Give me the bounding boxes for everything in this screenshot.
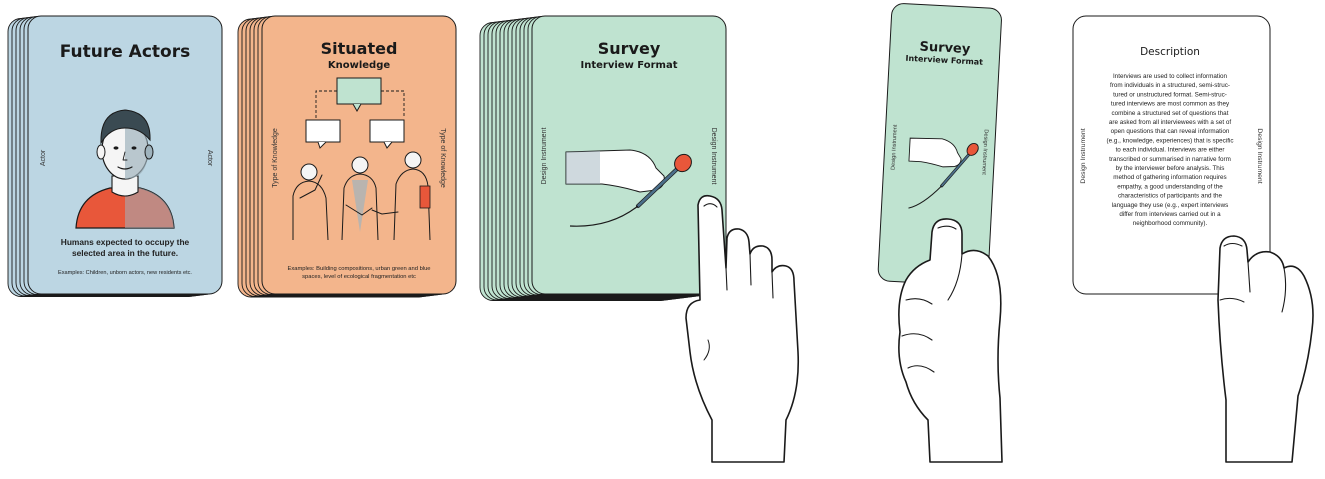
child-portrait-icon xyxy=(75,109,175,229)
held-survey-subtitle: Interview Format xyxy=(905,54,983,67)
future-actors-title: Future Actors xyxy=(60,42,190,62)
description-side-left: Design Instrument xyxy=(1080,128,1087,183)
description-line: neighborhood community). xyxy=(1133,220,1208,227)
holding-hand-icon xyxy=(1217,235,1314,463)
held-survey-title: Survey xyxy=(919,39,971,57)
future-actors-examples: Examples: Children, unborn actors, new r… xyxy=(58,270,192,276)
description-line: from individuals in a structured, semi-s… xyxy=(1110,82,1230,89)
situated-knowledge-subtitle: Knowledge xyxy=(328,60,391,71)
description-line: are asked from all interviewees with a s… xyxy=(1109,119,1231,126)
description-line: Interviews are used to collect informati… xyxy=(1113,73,1228,80)
description-line: tured or unstructured format. Semi-struc… xyxy=(1113,91,1227,98)
description-line: empathy, a good understanding of the xyxy=(1117,183,1223,190)
situated-knowledge-stack[interactable]: Situated Knowledge Type of Knowledge Typ… xyxy=(237,15,457,298)
description-line: combine a structured set of questions th… xyxy=(1112,110,1229,117)
description-title: Description xyxy=(1140,46,1200,58)
future-actors-side-left: Actor xyxy=(40,149,47,166)
description-line: characteristics of participants and the xyxy=(1118,193,1222,200)
description-side-right: Design Instrument xyxy=(1256,128,1263,183)
held-survey-side-left: Design Instrument xyxy=(890,124,898,170)
description-card[interactable]: Description Design Instrument Design Ins… xyxy=(1072,15,1271,295)
pointing-hand-icon xyxy=(685,194,800,463)
survey-card[interactable]: Survey Interview Format Design Instrumen… xyxy=(531,15,727,295)
future-actors-description-line-1: Humans expected to occupy the xyxy=(61,237,190,247)
description-line: differ from interviews carried out in a xyxy=(1119,211,1221,218)
survey-subtitle: Interview Format xyxy=(581,60,678,71)
situated-knowledge-side-left: Type of Knowledge xyxy=(272,128,279,188)
future-actors-description-line-2: selected area in the future. xyxy=(72,248,178,258)
situated-knowledge-title: Situated xyxy=(321,39,398,58)
situated-knowledge-side-right: Type of Knowledge xyxy=(439,128,446,188)
situated-knowledge-examples-line-2: spaces, level of ecological fragmentatio… xyxy=(302,274,416,280)
people-discussion-icon xyxy=(292,77,431,241)
description-line: to each individual. Interviews are eithe… xyxy=(1116,147,1225,154)
survey-side-left: Design Instrument xyxy=(541,128,548,185)
survey-title: Survey xyxy=(598,39,661,58)
description-line: (e.g., knowledge, experiences) that is s… xyxy=(1106,137,1233,144)
future-actors-stack[interactable]: Future Actors Actor Actor Humans expecte… xyxy=(7,15,223,297)
held-survey-side-right: Design Instrument xyxy=(980,129,988,175)
situated-knowledge-card[interactable]: Situated Knowledge Type of Knowledge Typ… xyxy=(261,15,457,295)
situated-knowledge-examples-line-1: Examples: Building compositions, urban g… xyxy=(287,266,430,272)
description-body: Interviews are used to collect informati… xyxy=(1106,73,1233,227)
microphone-hand-icon xyxy=(565,149,692,227)
description-line: transcribed or summarised in narrative f… xyxy=(1109,156,1231,163)
description-line: tured interviews are most common as they xyxy=(1111,101,1230,108)
description-line: open questions that can reveal informati… xyxy=(1111,128,1230,135)
holding-hand-icon xyxy=(898,218,1003,463)
held-survey-card[interactable]: Survey Interview Format Design Instrumen… xyxy=(877,3,1002,287)
survey-side-right: Design Instrument xyxy=(710,128,717,185)
microphone-hand-icon xyxy=(908,137,979,209)
survey-stack[interactable]: Survey Interview Format Design Instrumen… xyxy=(479,15,727,301)
description-line: method of gathering information requires xyxy=(1113,174,1226,181)
description-line: by the interviewer before analysis. This xyxy=(1116,165,1225,172)
future-actors-side-right: Actor xyxy=(206,150,213,167)
description-line: language they use (e.g., expert intervie… xyxy=(1112,202,1229,209)
future-actors-card[interactable]: Future Actors Actor Actor Humans expecte… xyxy=(27,15,223,295)
